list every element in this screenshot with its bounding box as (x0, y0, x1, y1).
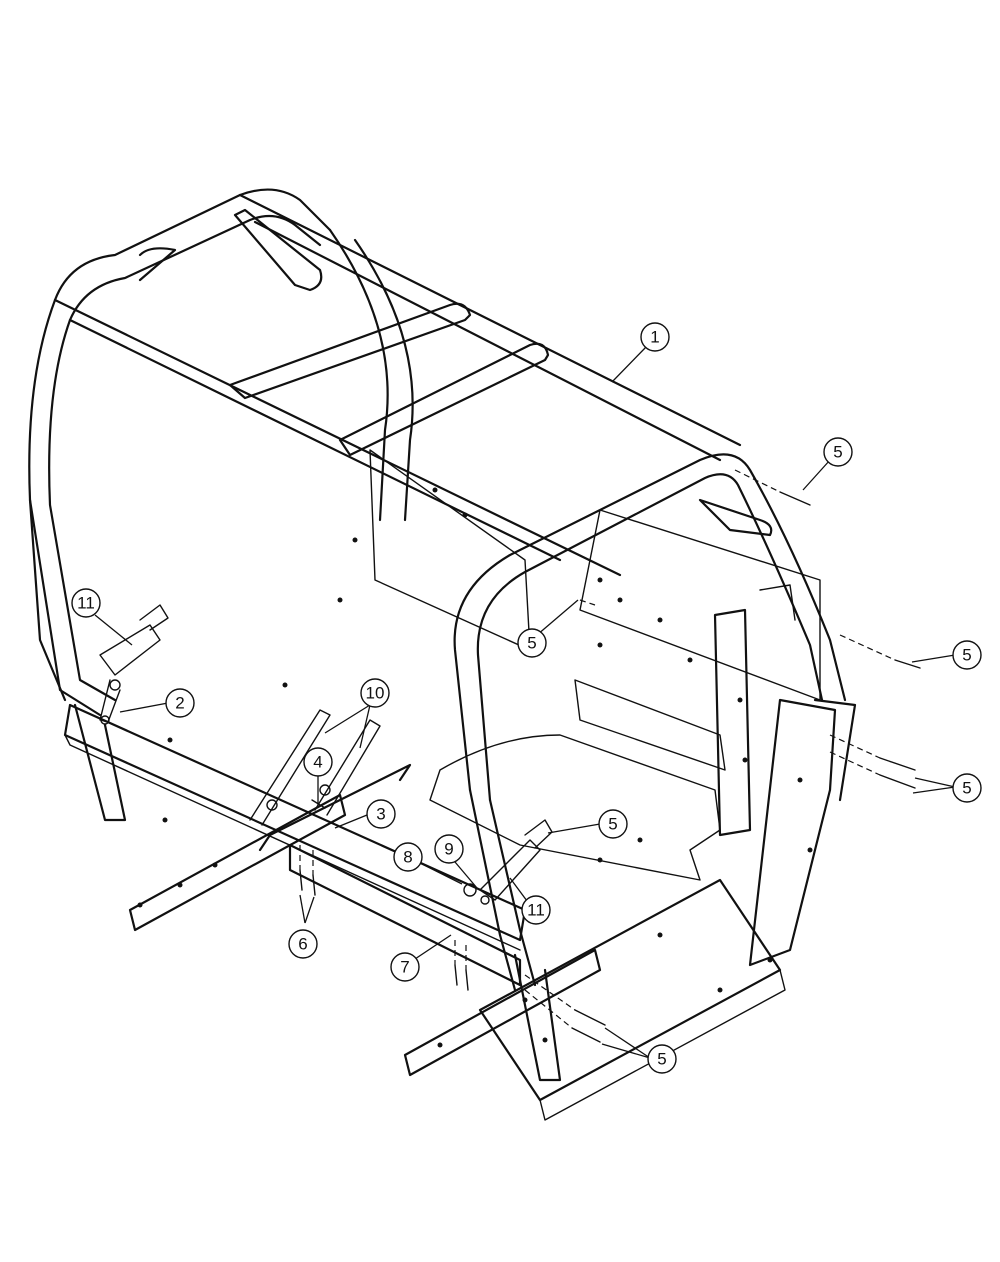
callout-11-left: 11 (71, 588, 101, 618)
roll-cage-frame (28, 188, 847, 992)
callout-11-right: 11 (521, 895, 551, 925)
callout-7: 7 (390, 952, 420, 982)
callout-5-top-right: 5 (823, 437, 853, 467)
callout-label: 9 (444, 840, 453, 859)
callout-label: 11 (77, 594, 95, 613)
callout-6: 6 (288, 929, 318, 959)
callout-label: 6 (298, 935, 307, 954)
callout-3: 3 (366, 799, 396, 829)
callout-5-bottom: 5 (647, 1044, 677, 1074)
callout-label: 7 (400, 958, 409, 977)
callout-label: 1 (650, 328, 659, 347)
callout-label: 5 (833, 443, 842, 462)
callout-2: 2 (165, 688, 195, 718)
chassis-frame (63, 449, 857, 1121)
callout-label: 2 (175, 694, 184, 713)
callout-label: 5 (608, 815, 617, 834)
callout-10: 10 (360, 678, 390, 708)
callout-5-right: 5 (952, 640, 982, 670)
bolts (299, 469, 921, 1043)
callout-label: 10 (366, 684, 385, 703)
seat-belt-brackets (99, 604, 553, 905)
callout-label: 4 (313, 753, 322, 772)
callout-label: 3 (376, 805, 385, 824)
callout-5-middle: 5 (598, 809, 628, 839)
leader-lines (94, 344, 956, 1059)
callout-5-right-lower: 5 (952, 773, 982, 803)
callout-label: 5 (962, 646, 971, 665)
callout-label: 5 (527, 634, 536, 653)
callout-label: 8 (403, 848, 412, 867)
callout-4: 4 (303, 747, 333, 777)
callout-1: 1 (640, 322, 670, 352)
frame-holes (137, 487, 813, 1048)
callout-label: 5 (962, 779, 971, 798)
callout-5-center: 5 (517, 628, 547, 658)
callout-8: 8 (393, 842, 423, 872)
callout-9: 9 (434, 834, 464, 864)
callout-label: 5 (657, 1050, 666, 1069)
callout-label: 11 (527, 901, 545, 920)
